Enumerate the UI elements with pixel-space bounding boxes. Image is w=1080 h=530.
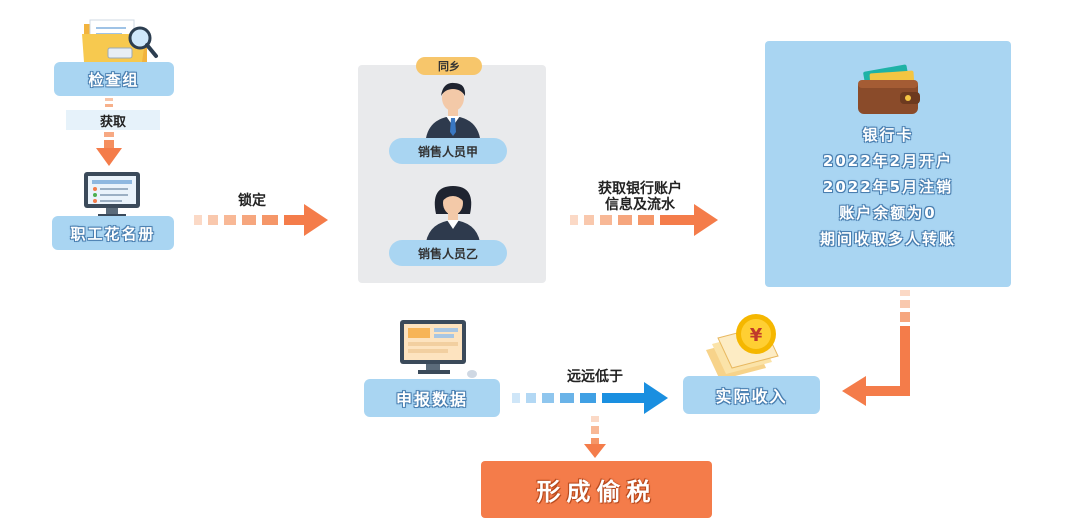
bank-arrow-label-2: 信息及流水	[605, 197, 675, 213]
inspection-group-label: 检查组	[54, 62, 174, 96]
declared-data-label: 申报数据	[364, 379, 500, 417]
computer-icon	[400, 320, 477, 378]
roster-label: 职工花名册	[52, 216, 174, 250]
wallet-icon	[858, 64, 920, 114]
far-lower-label: 远远低于	[567, 369, 623, 385]
bank-arrow-label-1: 获取银行账户	[598, 181, 682, 197]
female-avatar-icon	[426, 186, 480, 242]
far-lower-arrow	[512, 382, 668, 414]
tax-evasion-result: 形成偷税	[481, 461, 712, 518]
male-avatar-icon	[426, 82, 480, 138]
bank-to-income-arrow	[842, 290, 910, 406]
down-to-result-arrow	[584, 416, 606, 458]
fetch-tag: 获取	[66, 110, 160, 130]
monitor-checklist-icon	[84, 172, 140, 217]
salesperson-b-label: 销售人员乙	[389, 240, 507, 266]
bank-arrow	[570, 204, 718, 236]
actual-income-label: 实际收入	[683, 376, 820, 414]
salesperson-a-label: 销售人员甲	[389, 138, 507, 164]
bank-card-line-5: 期间收取多人转账	[819, 230, 956, 248]
connector-dashes	[105, 98, 113, 110]
bank-card-line-4: 账户余额为0	[839, 204, 937, 222]
folder-magnifier-icon	[82, 19, 158, 62]
bank-card-line-2: 2022年2月开户	[822, 152, 954, 170]
svg-text:¥: ¥	[750, 325, 763, 346]
lock-label: 锁定	[238, 193, 266, 209]
coin-documents-icon: ¥	[706, 314, 779, 380]
lock-arrow	[194, 204, 328, 236]
same-town-tag: 同乡	[416, 57, 482, 75]
down-arrow	[96, 132, 122, 166]
bank-card-line-3: 2022年5月注销	[822, 178, 954, 196]
bank-card-line-1: 银行卡	[862, 126, 914, 144]
